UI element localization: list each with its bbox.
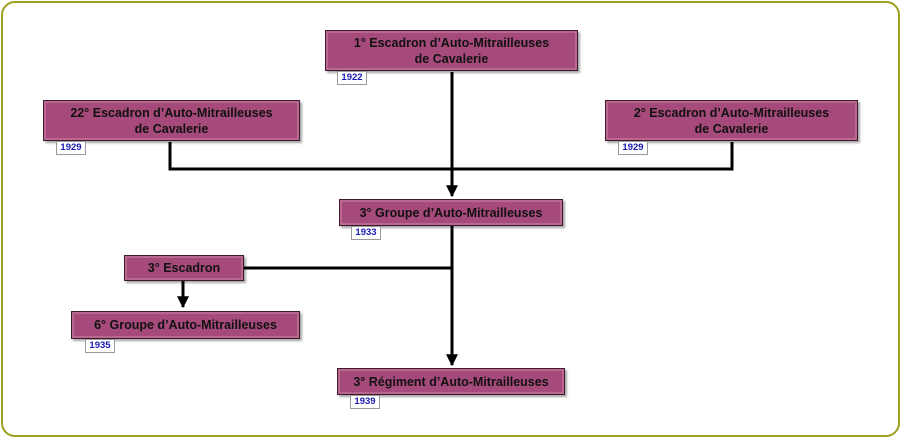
escadron-2-line1: 2° Escadron d’Auto-Mitrailleuses xyxy=(633,105,830,120)
escadron-3-box: 3° Escadron xyxy=(124,255,244,281)
groupe-3-box: 3° Groupe d’Auto-Mitrailleuses xyxy=(339,199,563,226)
escadron-2-year: 1929 xyxy=(618,141,648,155)
escadron-22-year: 1929 xyxy=(56,141,86,155)
escadron-2-box: 2° Escadron d’Auto-Mitrailleuses de Cava… xyxy=(605,100,858,141)
connector-escadron22-merge xyxy=(168,142,452,171)
escadron-1-box: 1° Escadron d’Auto-Mitrailleuses de Cava… xyxy=(325,30,578,71)
escadron-1-year: 1922 xyxy=(337,71,367,85)
escadron-1-line1: 1° Escadron d’Auto-Mitrailleuses xyxy=(353,35,550,50)
escadron-22-box: 22° Escadron d’Auto-Mitrailleuses de Cav… xyxy=(43,100,300,141)
escadron-22-line2: de Cavalerie xyxy=(134,121,209,136)
regiment-3-year: 1939 xyxy=(350,395,380,409)
groupe-6-label: 6° Groupe d’Auto-Mitrailleuses xyxy=(94,318,277,332)
groupe-6-year: 1935 xyxy=(85,339,115,353)
escadron-3-label: 3° Escadron xyxy=(147,261,221,275)
escadron-22-line1: 22° Escadron d’Auto-Mitrailleuses xyxy=(70,105,273,120)
regiment-3-box: 3° Régiment d’Auto-Mitrailleuses xyxy=(337,368,565,395)
regiment-3-label: 3° Régiment d’Auto-Mitrailleuses xyxy=(353,374,549,389)
escadron-1-line2: de Cavalerie xyxy=(414,51,489,66)
connector-escadron2-merge xyxy=(452,142,734,171)
groupe-3-year: 1933 xyxy=(351,226,381,240)
groupe-6-box: 6° Groupe d’Auto-Mitrailleuses xyxy=(71,311,300,339)
escadron-2-line2: de Cavalerie xyxy=(694,121,769,136)
groupe-3-label: 3° Groupe d’Auto-Mitrailleuses xyxy=(359,205,543,220)
